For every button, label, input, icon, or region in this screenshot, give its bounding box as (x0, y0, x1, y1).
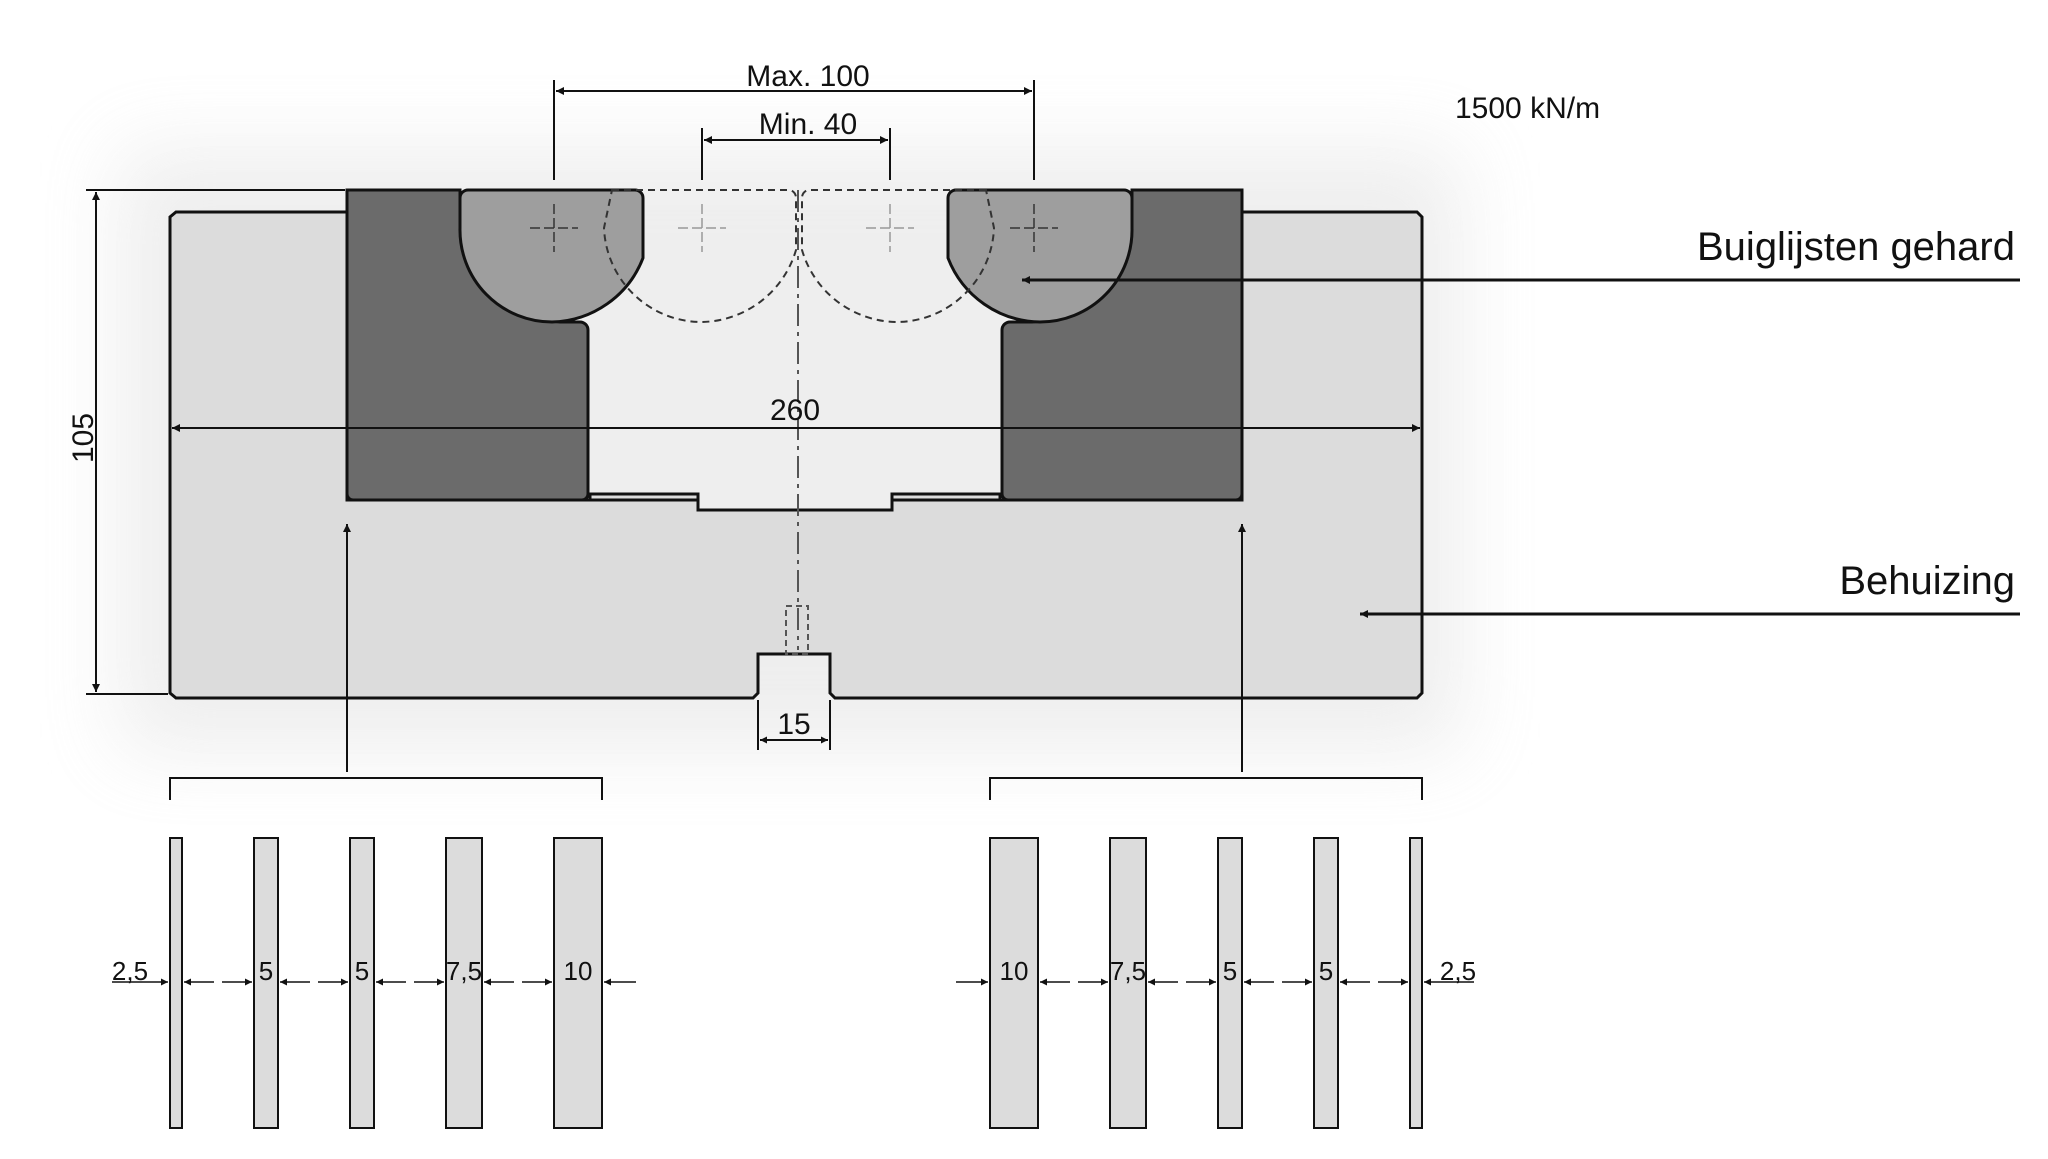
min-width-label: Min. 40 (759, 108, 857, 141)
shim-left-5-label: 10 (564, 956, 593, 986)
shim-group-right (989, 524, 1423, 800)
shim-left-3 (349, 837, 375, 1129)
shim-right-4 (1313, 837, 1339, 1129)
roller-centers (530, 204, 1058, 252)
rating-label: 1500 kN/m (1455, 92, 1600, 125)
dim-min (701, 128, 891, 180)
housing-label: Behuizing (1839, 559, 2015, 603)
dim-max (553, 80, 1035, 180)
phantom-roller-left (602, 189, 797, 324)
shim-right-1 (989, 837, 1039, 1129)
shim-right-3-label: 5 (1223, 956, 1237, 986)
left-roller (458, 188, 645, 324)
slot-label: 15 (777, 708, 810, 741)
dim-height (86, 189, 345, 695)
shim-left-3-label: 5 (355, 956, 369, 986)
shim-left-2 (253, 837, 279, 1129)
shim-right-5-label: 2,5 (1440, 956, 1476, 986)
hardened-strips-label: Buiglijsten gehard (1697, 225, 2015, 269)
phantom-roller-right (801, 189, 996, 324)
shim-right-2-label: 7,5 (1110, 956, 1146, 986)
shim-right-1-label: 10 (1000, 956, 1029, 986)
shim-left-5 (553, 837, 603, 1129)
shim-right-5 (1409, 837, 1423, 1129)
shim-right-3 (1217, 837, 1243, 1129)
housing (168, 210, 1424, 700)
shim-left-4 (445, 837, 483, 1129)
right-roller (946, 188, 1134, 324)
shim-left-1-label: 2,5 (112, 956, 148, 986)
shim-left-2-label: 5 (259, 956, 273, 986)
shim-right-2 (1109, 837, 1147, 1129)
max-width-label: Max. 100 (746, 60, 869, 93)
center-recess (590, 498, 1000, 512)
shim-right-4-label: 5 (1319, 956, 1333, 986)
shim-left-4-label: 7,5 (446, 956, 482, 986)
shim-group-left (169, 524, 603, 800)
dim-slot (757, 700, 831, 750)
total-width-label: 260 (770, 394, 820, 427)
height-label: 105 (67, 413, 100, 463)
center-pin (785, 605, 809, 655)
shim-left-1 (169, 837, 183, 1129)
